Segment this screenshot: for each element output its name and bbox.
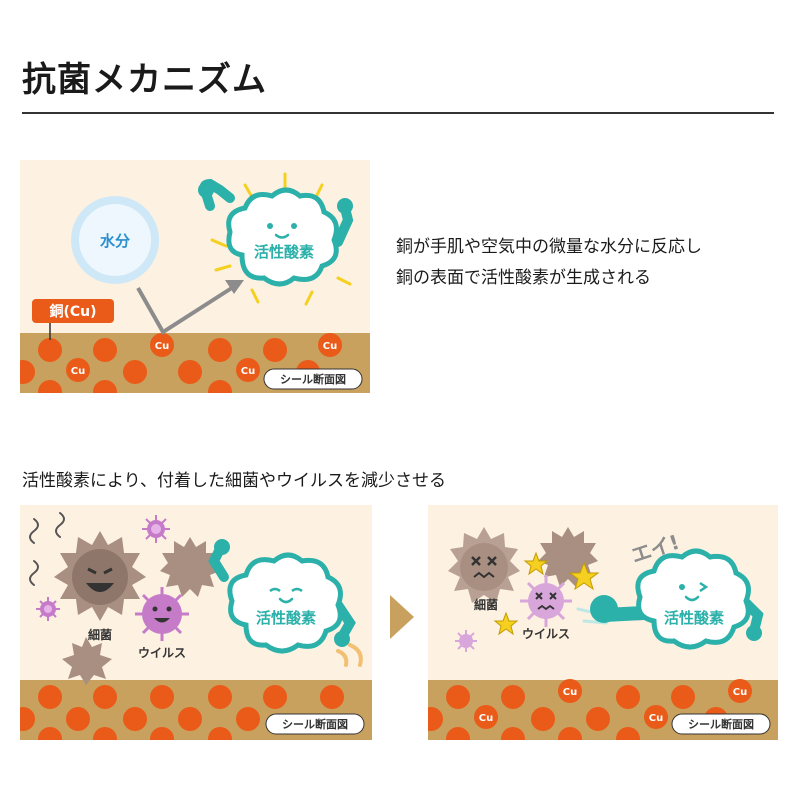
defeated-bacteria-character [448,527,520,603]
copper-dots [20,685,344,740]
cu-label: Cu [563,687,577,698]
virus-icon [142,515,170,543]
seal-section-label: シール断面図 [282,717,348,731]
bacteria-label: 細菌 [474,597,498,612]
page-title: 抗菌メカニズム [22,60,267,100]
bacteria-icon [62,637,112,685]
virus-icon [36,597,60,621]
ros-character: 活性酸素 [198,178,354,287]
cu-label: Cu [241,366,255,377]
after-illustration: Cu Cu Cu Cu シール断面図 細菌 [428,527,778,740]
bacteria-label: 細菌 [88,627,112,642]
copper-cu-marker: Cu [236,358,260,382]
seal-label-badge [265,713,365,735]
virus-label: ウイルス [522,627,570,641]
cu-label: Cu [733,687,747,698]
ros-character: 活性酸素 [208,539,356,654]
copper-cu-marker: Cu [728,679,752,703]
description-line-2: 銅の表面で活性酸素が生成される [396,268,651,288]
copper-cu-marker: Cu [474,705,498,729]
transition-arrow-icon [390,595,414,639]
impact-star-icon [493,611,519,636]
reaction-arrowhead [225,280,244,294]
ros-label: 活性酸素 [664,609,724,627]
section-subheading: 活性酸素により、付着した細菌やウイルスを減少させる [22,471,446,491]
cu-label: Cu [649,713,663,724]
ros-label: 活性酸素 [256,609,316,627]
copper-cu-marker: Cu [644,705,668,729]
ros-label: 活性酸素 [254,243,314,261]
virus-label: ウイルス [138,646,186,660]
seal-label-badge [671,713,771,735]
reaction-arrow [136,282,240,335]
description-line-1: 銅が手肌や空気中の微量な水分に反応し [396,237,702,257]
before-illustration: シール断面図 細菌 [20,512,372,740]
mechanism-diagram-panel: Cu Cu Cu Cu シール断面図 銅(Cu) 水分 [20,160,370,393]
copper-label: 銅(Cu) [49,303,96,320]
motion-lines [29,512,65,586]
water-label: 水分 [100,232,130,250]
copper-cu-marker: Cu [66,358,90,382]
cu-label: Cu [71,366,85,377]
title-divider [22,112,774,114]
bacteria-character [54,531,146,621]
defeated-virus-character [520,575,572,627]
bacteria-icon [160,537,220,597]
virus-icon [455,630,477,652]
impact-star-icon [523,551,549,576]
mechanism-illustration: Cu Cu Cu Cu シール断面図 銅(Cu) 水分 [20,172,370,393]
copper-dots [428,685,728,740]
cu-label: Cu [479,713,493,724]
ros-character-punching: 活性酸素 [576,548,764,650]
seal-section-label: シール断面図 [688,717,754,731]
sparkle-lines [210,172,352,306]
after-panel: Cu Cu Cu Cu シール断面図 細菌 [428,505,778,740]
impact-star-icon [568,561,600,591]
virus-character [135,587,189,641]
seal-label-badge [263,368,363,390]
copper-cu-marker: Cu [318,333,342,357]
motion-accent [336,643,363,667]
copper-cu-marker: Cu [150,333,174,357]
copper-dots [20,338,320,393]
copper-label-badge [32,299,114,323]
before-panel: シール断面図 細菌 [20,505,372,740]
seal-section-label: シール断面図 [280,372,346,386]
cu-label: Cu [155,341,169,352]
cu-label: Cu [323,341,337,352]
copper-cu-marker: Cu [558,679,582,703]
